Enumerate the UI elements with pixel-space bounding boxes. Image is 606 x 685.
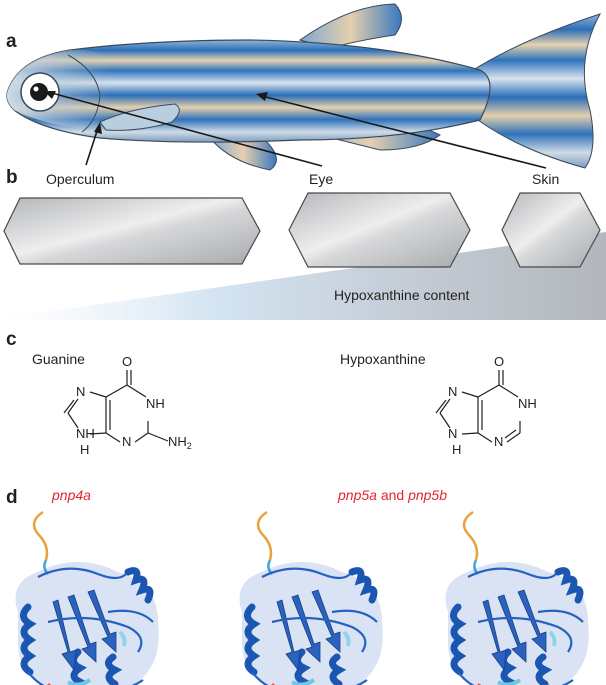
guanine-atom-nh1: NH <box>146 396 165 411</box>
hypoxanthine-name: Hypoxanthine <box>340 351 426 367</box>
crystal-operculum <box>3 197 261 265</box>
panel-label-a: a <box>6 31 17 52</box>
dorsal-fin <box>298 3 402 49</box>
hypoxanthine-atom-n7: N <box>448 384 457 399</box>
eye-pointer <box>47 91 323 167</box>
hypoxanthine-content-label: Hypoxanthine content <box>334 287 470 303</box>
crystal-eye <box>288 192 471 268</box>
hypoxanthine-atom-h9: H <box>452 442 461 457</box>
skin-pointer <box>261 95 547 169</box>
guanine-atom-h9: H <box>80 442 89 457</box>
protein-pnp5b <box>446 512 589 685</box>
guanine-atom-n3: N <box>122 434 131 449</box>
crystal-diagram <box>2 192 606 320</box>
zebrafish-illustration <box>6 3 602 171</box>
protein-pnp5a <box>240 512 383 685</box>
hypoxanthine-structure: O NH N N N H <box>435 354 537 457</box>
crystal-skin <box>501 192 601 268</box>
operculum-edge <box>67 54 101 133</box>
gene-label-and: and <box>376 487 409 503</box>
hypoxanthine-atom-nh1: NH <box>518 396 537 411</box>
guanine-name: Guanine <box>32 351 85 367</box>
gene-label-pnp4a: pnp4a <box>52 487 91 503</box>
gene-label-pnp5-group: pnp5a and pnp5b <box>338 488 447 502</box>
skin-label: Skin <box>532 171 560 187</box>
gene-label-pnp5a: pnp5a <box>338 487 377 503</box>
caudal-fin <box>469 13 602 169</box>
hypoxanthine-atom-n9: N <box>448 426 457 441</box>
guanine-structure: O NH N NH2 N NH H <box>63 354 192 457</box>
operculum-pointer <box>85 127 99 166</box>
eye-label: Eye <box>309 171 334 187</box>
hypoxanthine-atom-o: O <box>494 354 504 369</box>
guanine-atom-o: O <box>122 354 132 369</box>
panel-label-b: b <box>6 167 18 188</box>
hypoxanthine-atom-n3: N <box>494 434 503 449</box>
protein-pnp4a <box>16 512 159 685</box>
operculum-label: Operculum <box>46 171 115 187</box>
guanine-atom-nh2: NH2 <box>168 434 192 451</box>
guanine-atom-n7: N <box>76 384 85 399</box>
gene-label-pnp5b: pnp5b <box>408 487 448 503</box>
guanine-atom-nh9: NH <box>76 426 95 441</box>
panel-label-d: d <box>6 487 18 508</box>
panel-label-c: c <box>6 329 17 350</box>
